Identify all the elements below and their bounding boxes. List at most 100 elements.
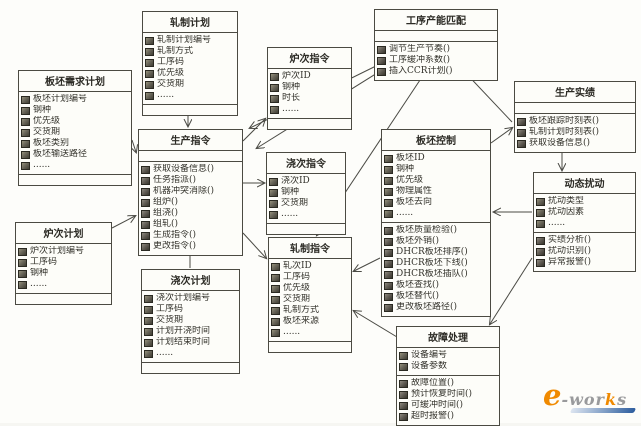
rolling-plan-attributes: 轧制计划编号轧制方式工序码优先级交货期...... bbox=[143, 33, 237, 105]
attribute-icon bbox=[144, 316, 153, 325]
attribute-row: 钢种 bbox=[269, 187, 344, 198]
row-label: 炉次计划编号 bbox=[30, 246, 85, 256]
attribute-row: 交货期 bbox=[21, 127, 130, 138]
row-label: 工序码 bbox=[157, 57, 185, 67]
operation-icon bbox=[399, 401, 408, 410]
row-label: 板坯计划编号 bbox=[33, 94, 88, 104]
attribute-icon bbox=[269, 177, 278, 186]
attribute-row: 优先级 bbox=[384, 175, 489, 186]
row-label: ...... bbox=[283, 327, 301, 337]
operation-icon bbox=[399, 379, 408, 388]
attribute-row: 钢种 bbox=[21, 105, 130, 116]
operation-row: 获取设备信息() bbox=[517, 138, 634, 149]
rolling-plan-title: 轧制计划 bbox=[143, 12, 237, 33]
attribute-row: 钢种 bbox=[270, 82, 350, 93]
row-label: 优先级 bbox=[283, 283, 311, 293]
row-label: 工序码 bbox=[30, 257, 58, 267]
row-label: 钢种 bbox=[33, 105, 52, 115]
slab-demand-plan-operations bbox=[19, 175, 131, 185]
attribute-row: 计划开浇时间 bbox=[144, 326, 238, 337]
row-label: 插入CCR计划() bbox=[389, 66, 453, 76]
row-label: 板坯类别 bbox=[33, 138, 70, 148]
connector-slab-demand-plan-to-production-order bbox=[132, 139, 136, 152]
attribute-row: 交货期 bbox=[144, 315, 238, 326]
operation-row: 异常报警() bbox=[536, 257, 634, 268]
cast-plan-title: 浇次计划 bbox=[142, 270, 239, 291]
operation-icon bbox=[377, 56, 386, 65]
attribute-icon bbox=[144, 294, 153, 303]
row-label: DHCR板坯排序() bbox=[396, 247, 468, 257]
process-capacity-match-attributes bbox=[375, 31, 497, 42]
operation-icon bbox=[141, 209, 150, 218]
attribute-row: 优先级 bbox=[145, 68, 236, 79]
attribute-icon bbox=[145, 58, 154, 67]
attribute-icon bbox=[269, 188, 278, 197]
row-label: 扰动因素 bbox=[548, 207, 585, 217]
operation-row: 可缓冲时间() bbox=[399, 400, 498, 411]
row-label: 可缓冲时间() bbox=[411, 400, 464, 410]
attribute-row: ...... bbox=[145, 90, 236, 101]
attribute-row: 板坯输送路径 bbox=[21, 149, 130, 160]
row-label: 板坯去向 bbox=[396, 197, 433, 207]
row-label: 时长 bbox=[282, 93, 301, 103]
row-label: 工序码 bbox=[283, 272, 311, 282]
operation-row: 板坯质量检验() bbox=[384, 225, 489, 236]
eworks-logo-e: e bbox=[543, 378, 562, 412]
attribute-row: 炉次ID bbox=[270, 71, 350, 82]
row-label: ...... bbox=[281, 209, 299, 219]
class-slab-demand-plan: 板坯需求计划板坯计划编号钢种优先级交货期板坯类别板坯输送路径...... bbox=[18, 70, 132, 186]
dynamic-disturbance-title: 动态扰动 bbox=[534, 173, 635, 194]
cast-order-operations bbox=[267, 224, 345, 234]
attribute-row: 轧次ID bbox=[271, 261, 350, 272]
attribute-icon bbox=[271, 284, 280, 293]
attribute-icon bbox=[21, 139, 30, 148]
row-label: 更改板坯路径() bbox=[396, 302, 458, 312]
row-label: 获取设备信息() bbox=[529, 138, 591, 148]
operation-icon bbox=[517, 128, 526, 137]
connector-production-order-to-rolling-order bbox=[242, 232, 266, 258]
connector-production-order-to-heat-order bbox=[242, 119, 265, 142]
eworks-logo: e-works bbox=[543, 381, 639, 418]
attribute-icon bbox=[536, 197, 545, 206]
operation-row: 更改指令() bbox=[141, 241, 241, 252]
process-capacity-match-title: 工序产能匹配 bbox=[375, 10, 497, 31]
operation-icon bbox=[517, 139, 526, 148]
class-dynamic-disturbance: 动态扰动扰动类型扰动因素......实绩分析()扰动识别()异常报警() bbox=[533, 172, 636, 272]
attribute-icon bbox=[384, 187, 393, 196]
operation-icon bbox=[377, 67, 386, 76]
row-label: 扰动类型 bbox=[548, 196, 585, 206]
attribute-icon bbox=[271, 295, 280, 304]
class-process-capacity-match: 工序产能匹配调节生产节奏()工序缓冲系数()插入CCR计划() bbox=[374, 9, 498, 81]
attribute-row: 时长 bbox=[270, 93, 350, 104]
attribute-icon bbox=[145, 91, 154, 100]
row-label: 钢种 bbox=[396, 164, 415, 174]
operation-icon bbox=[384, 226, 393, 235]
operation-icon bbox=[536, 236, 545, 245]
operation-icon bbox=[517, 117, 526, 126]
attribute-icon bbox=[271, 273, 280, 282]
operation-row: 板坯查找() bbox=[384, 280, 489, 291]
slab-control-title: 板坯控制 bbox=[382, 130, 490, 151]
row-label: 轧次ID bbox=[283, 261, 312, 271]
row-label: 更改指令() bbox=[153, 241, 197, 251]
operation-row: 机器冲突消除() bbox=[141, 186, 241, 197]
operation-icon bbox=[384, 303, 393, 312]
operation-icon bbox=[141, 165, 150, 174]
dynamic-disturbance-attributes: 扰动类型扰动因素...... bbox=[534, 194, 635, 233]
attribute-icon bbox=[384, 176, 393, 185]
heat-plan-operations bbox=[16, 294, 111, 304]
attribute-icon bbox=[21, 106, 30, 115]
attribute-row: 计划结束时间 bbox=[144, 337, 238, 348]
row-label: 轧制方式 bbox=[283, 305, 320, 315]
operation-icon bbox=[399, 390, 408, 399]
attribute-row: 板坯ID bbox=[384, 153, 489, 164]
cast-order-title: 浇次指令 bbox=[267, 153, 345, 174]
attribute-icon bbox=[271, 262, 280, 271]
eworks-logo-k: k bbox=[604, 390, 618, 409]
row-label: 优先级 bbox=[33, 116, 61, 126]
operation-icon bbox=[141, 176, 150, 185]
operation-row: 任务指派() bbox=[141, 175, 241, 186]
operation-row: 预计恢复时间() bbox=[399, 389, 498, 400]
